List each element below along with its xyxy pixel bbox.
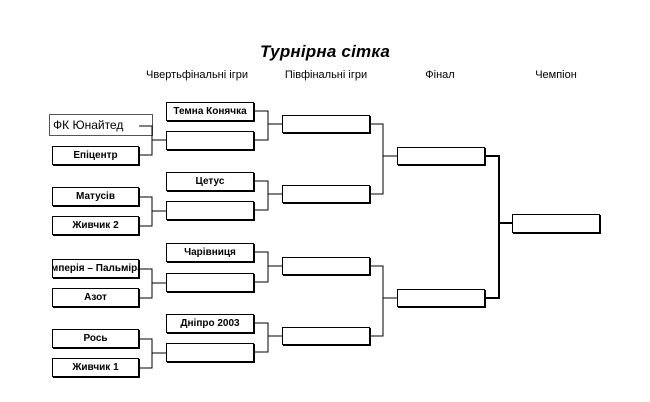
round-label-champion: Чемпіон — [535, 69, 577, 81]
round-label-quarterfinals: Чвертьфінальні ігри — [146, 69, 248, 81]
connector-r2-m4 — [254, 322, 282, 353]
team-slot-r1-5: Імперія – Пальміра — [52, 259, 139, 278]
team-slot-r1-7: Рось — [52, 329, 139, 348]
connector-final — [485, 155, 512, 299]
team-slot-r3-3 — [282, 257, 370, 275]
connector-r1-m1 — [139, 125, 166, 156]
team-slot-r2-1: Темна Конячка — [166, 102, 254, 121]
champion-slot — [512, 214, 600, 233]
connector-r2-m2 — [254, 180, 282, 211]
connector-r2-m1 — [254, 110, 282, 141]
connector-r3-m2 — [370, 265, 397, 337]
team-slot-r2-4 — [166, 201, 254, 220]
team-slot-r1-8: Живчик 1 — [52, 358, 139, 377]
team-slot-r2-2 — [166, 131, 254, 150]
connector-r1-m2 — [139, 196, 166, 227]
connector-r1-m4 — [139, 338, 166, 369]
team-slot-r3-4 — [282, 327, 370, 345]
connector-r3-m1 — [370, 123, 397, 195]
team-slot-r2-3: Цетус — [166, 172, 254, 191]
round-label-semifinals: Півфінальні ігри — [284, 69, 368, 81]
team-slot-r3-2 — [282, 185, 370, 203]
team-slot-r1-2: Епіцентр — [52, 146, 139, 165]
team-slot-r3-1 — [282, 115, 370, 133]
team-slot-r1-6: Азот — [52, 288, 139, 307]
team-slot-r1-4: Живчик 2 — [52, 216, 139, 235]
team-slot-r2-7: Дніпро 2003 — [166, 314, 254, 333]
team-slot-final-1 — [397, 147, 485, 165]
round-label-final: Фінал — [425, 69, 455, 81]
connector-r1-m3 — [139, 268, 166, 299]
team-slot-r2-6 — [166, 273, 254, 292]
team-slot-r1-3: Матусів — [52, 187, 139, 206]
team-slot-r1-1: ФК Юнайтед — [49, 114, 153, 136]
team-slot-r2-8 — [166, 343, 254, 362]
page-title: Турнірна сітка — [260, 42, 390, 61]
team-slot-final-2 — [397, 289, 485, 307]
team-slot-r2-5: Чарівниця — [166, 243, 254, 262]
connector-r2-m3 — [254, 251, 282, 283]
